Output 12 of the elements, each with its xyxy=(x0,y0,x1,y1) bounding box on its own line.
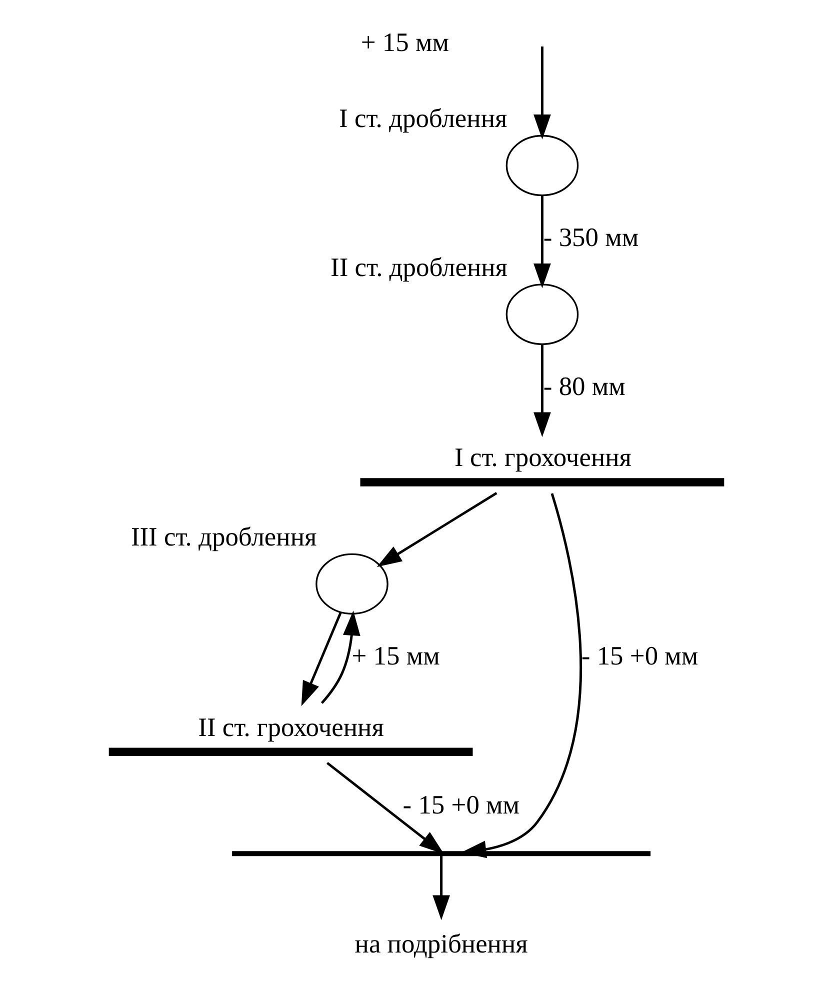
label: + 15 мм xyxy=(360,27,448,58)
node-label: III ст. дроблення xyxy=(130,522,316,552)
edge-label: - 80 мм xyxy=(542,371,625,402)
node-label: I ст. грохочення xyxy=(454,442,631,472)
edge-label: - 15 +0 мм xyxy=(402,790,520,820)
node-label: II ст. дроблення xyxy=(330,252,507,282)
edge-label: + 15 мм xyxy=(351,640,440,671)
node-label: II ст. грохочення xyxy=(198,712,384,742)
edge-label: - 15 +0 мм xyxy=(580,640,698,671)
node-label: I ст. дроблення xyxy=(338,103,507,134)
node-text: на подрібнення xyxy=(354,928,528,959)
edge-label: - 350 мм xyxy=(542,222,638,252)
